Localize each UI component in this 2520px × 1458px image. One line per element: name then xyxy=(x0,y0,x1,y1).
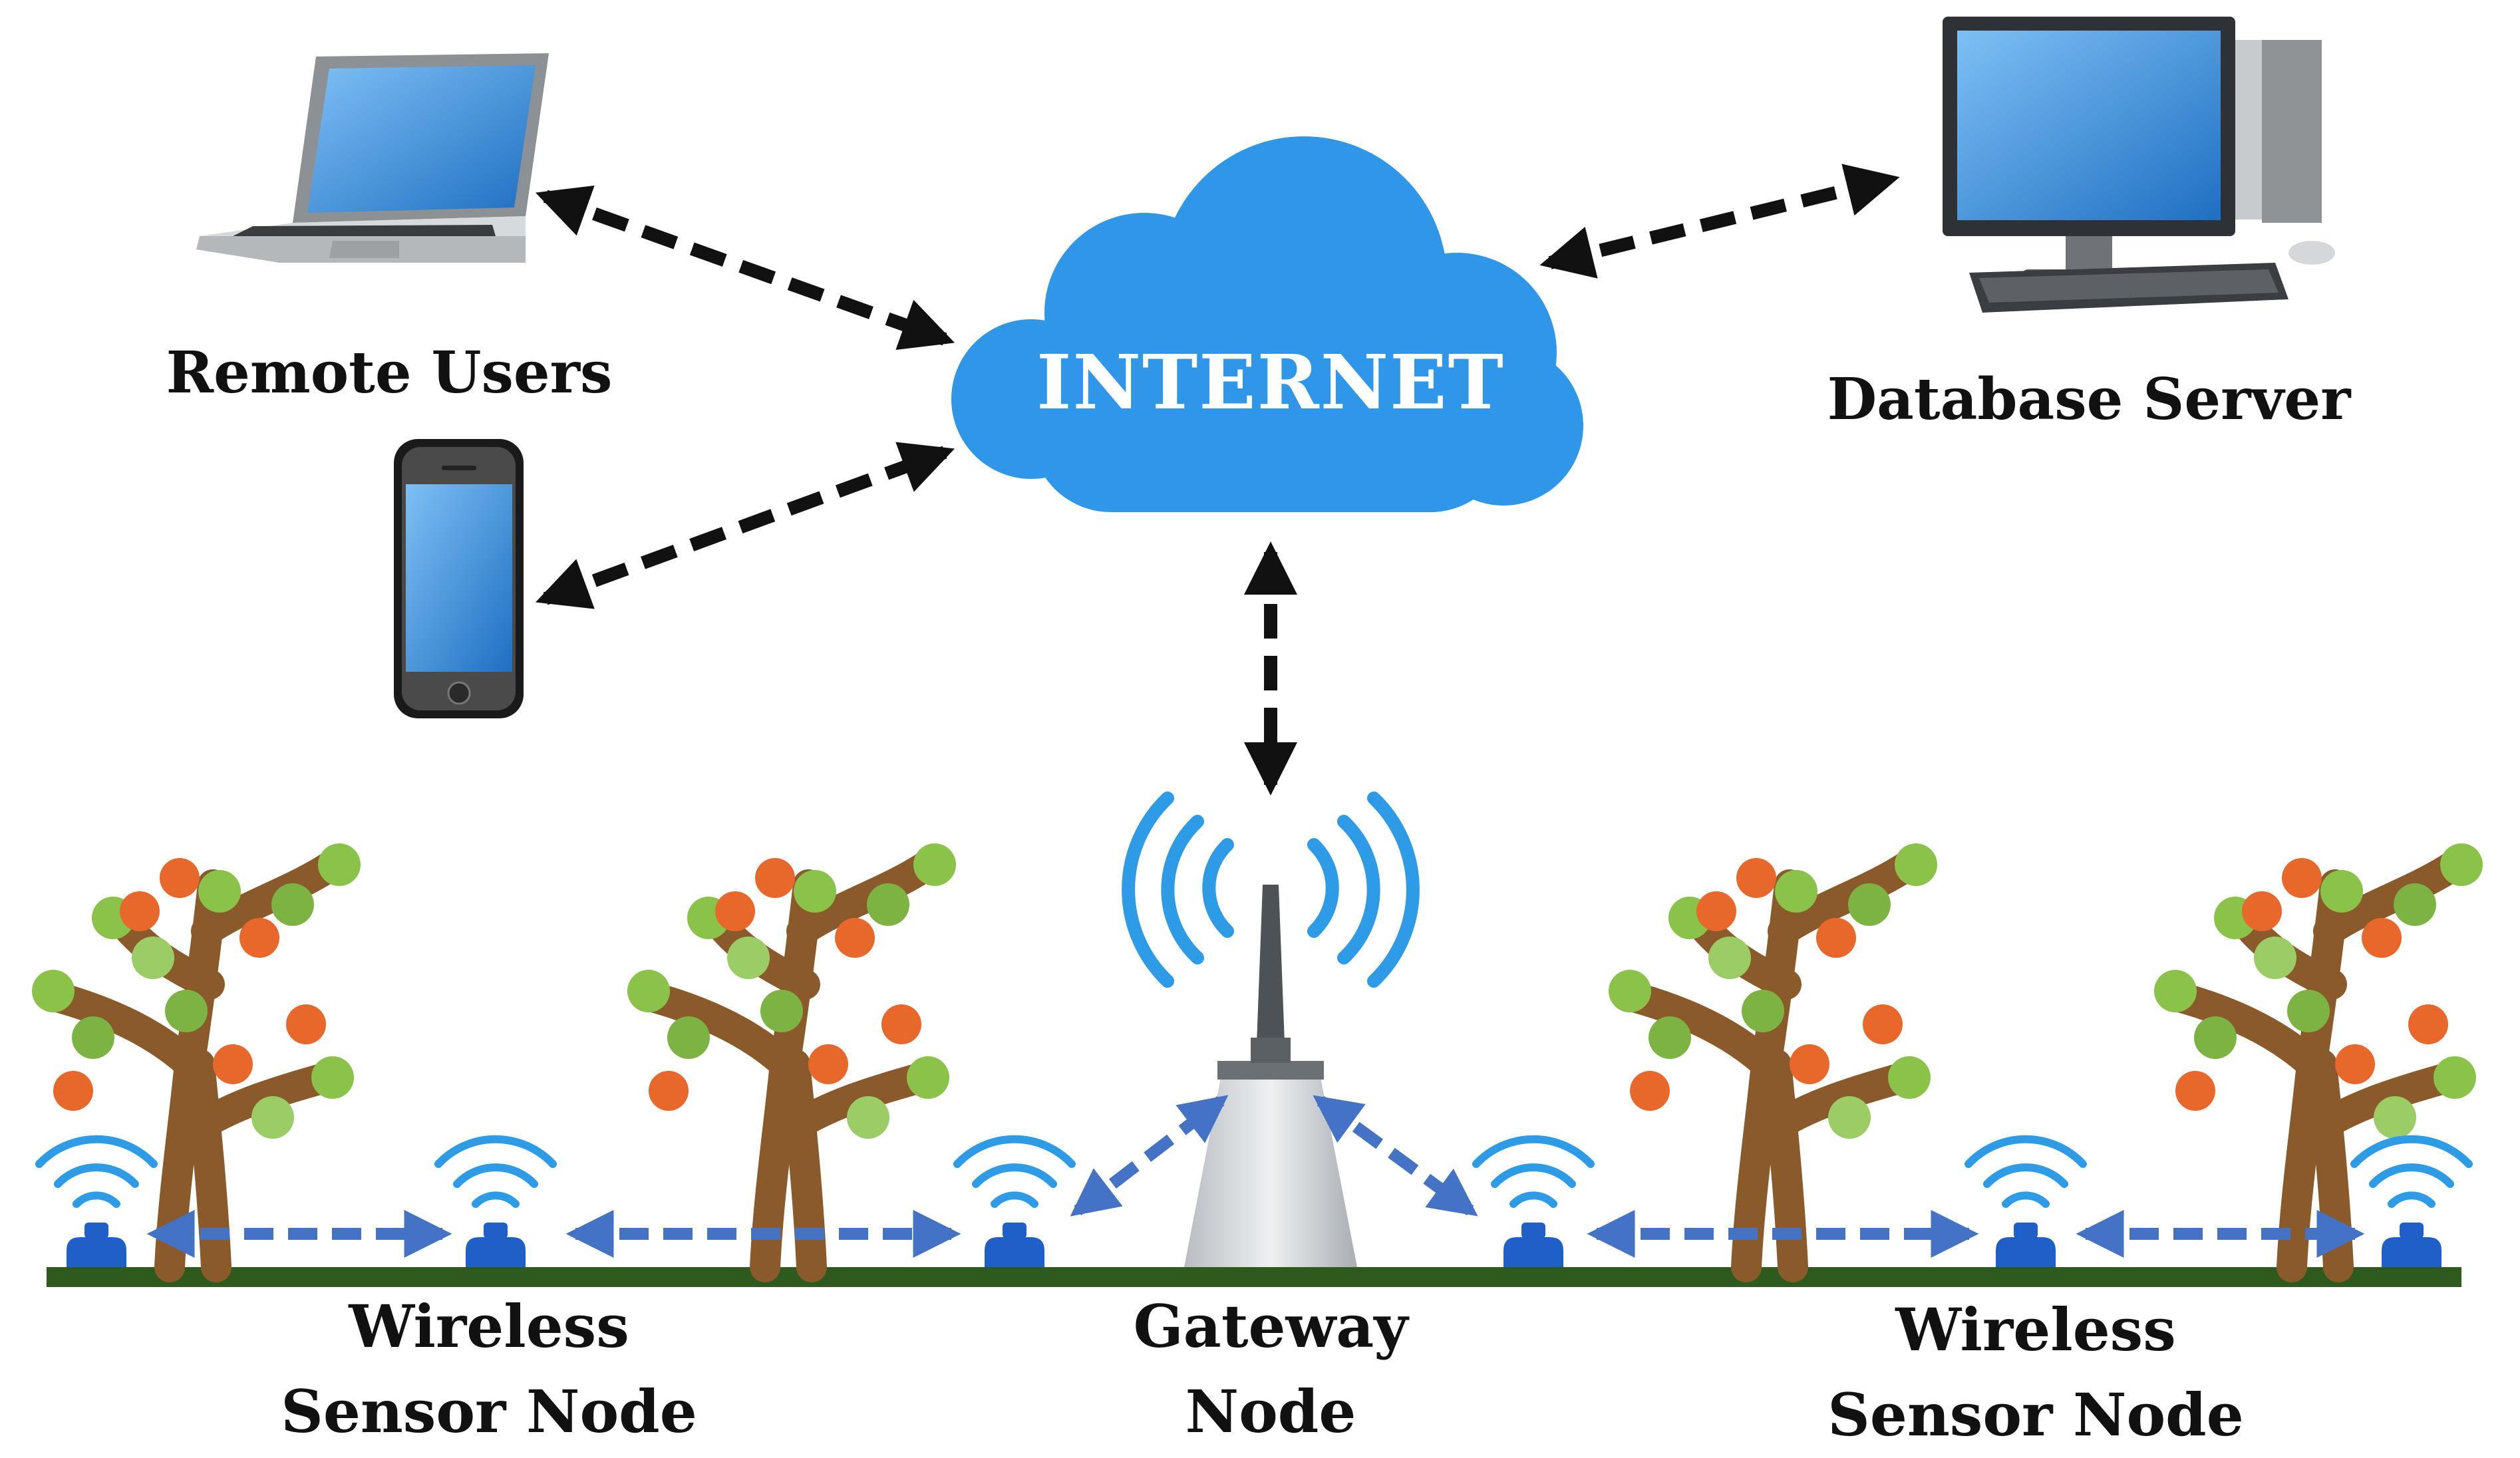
gateway-node-icon xyxy=(1184,885,1357,1267)
link-server-internet xyxy=(1539,164,1900,279)
cloud-icon xyxy=(951,136,1583,512)
cloud-label: INTERNET xyxy=(1036,339,1505,426)
link-sensor-3-gateway xyxy=(1070,1095,1229,1217)
tree-icon xyxy=(627,843,956,1282)
tree-icon xyxy=(1609,843,1937,1282)
link-phone-internet xyxy=(535,442,955,609)
sensor-node-icon xyxy=(1965,1135,2087,1267)
wireless-sensor-node-label-right: Wireless Sensor Node xyxy=(1803,1287,2269,1457)
sensor-node-icon xyxy=(953,1135,1076,1267)
tree-icon xyxy=(32,843,361,1282)
wireless-sensor-left-line1: Wireless xyxy=(349,1292,629,1361)
gateway-line2: Node xyxy=(1185,1377,1356,1446)
wireless-sensor-node-label-left: Wireless Sensor Node xyxy=(256,1284,722,1454)
smartphone-icon xyxy=(394,439,524,718)
ground-line xyxy=(47,1267,2461,1287)
sensor-node-icon xyxy=(1472,1135,1595,1267)
internet-links xyxy=(535,164,1900,796)
link-laptop-internet xyxy=(535,185,955,351)
database-server-label: Database Server xyxy=(1827,366,2351,433)
wireless-sensor-right-line2: Sensor Node xyxy=(1827,1380,2244,1449)
gateway-node-label: Gateway Node xyxy=(1031,1284,1510,1454)
desktop-computer-icon xyxy=(1943,17,2335,313)
tree-icon xyxy=(2154,843,2483,1282)
gateway-line1: Gateway xyxy=(1133,1292,1408,1361)
link-gateway-sensor-4 xyxy=(1313,1095,1478,1217)
remote-users-label: Remote Users xyxy=(166,339,613,406)
wireless-sensor-left-line2: Sensor Node xyxy=(281,1377,697,1446)
laptop-icon xyxy=(196,53,549,263)
sensor-node-icon xyxy=(434,1135,557,1267)
sensor-links xyxy=(146,1095,2365,1258)
antenna-signal-icon xyxy=(1122,792,1420,988)
wireless-sensor-right-line1: Wireless xyxy=(1895,1295,2176,1364)
sensor-node-icon xyxy=(35,1135,158,1267)
sensor-node-icon xyxy=(2350,1135,2473,1267)
